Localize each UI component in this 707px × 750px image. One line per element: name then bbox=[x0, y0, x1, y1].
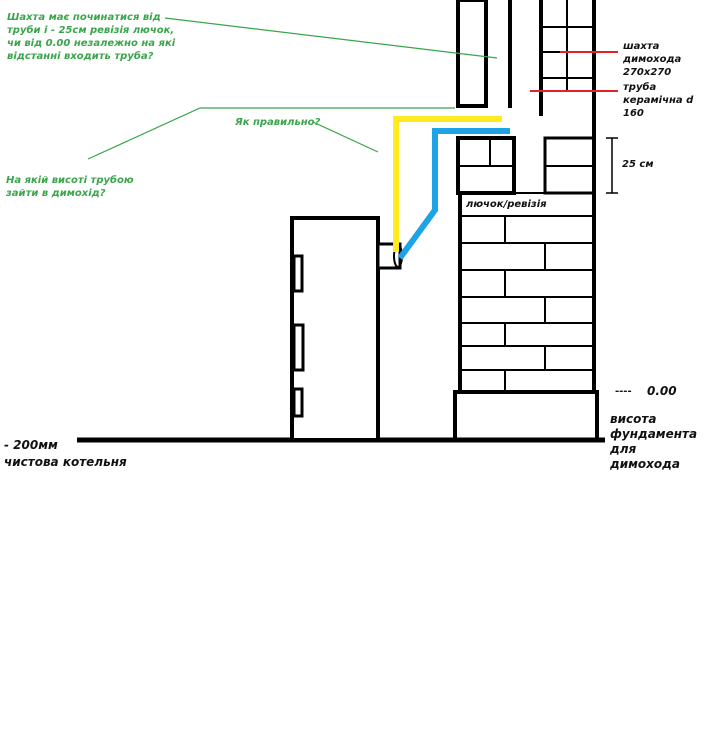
dimension-25cm bbox=[606, 137, 618, 194]
question-start-text: Шахта має починатися від труби і - 25см … bbox=[7, 12, 176, 62]
annotation-leaders bbox=[87, 17, 498, 160]
boiler-room-label: чистова котельня bbox=[4, 455, 127, 469]
zero-dashes: ---- bbox=[615, 386, 632, 397]
chimney-shaft-upper-left bbox=[456, 0, 488, 108]
minus-200-label: - 200мм bbox=[4, 438, 58, 452]
boiler-door-bottom bbox=[292, 387, 304, 418]
blue-pipe-option bbox=[397, 128, 510, 260]
yellow-pipe-option bbox=[393, 116, 502, 252]
boiler-door-middle bbox=[292, 323, 305, 372]
question-correct-text: Як правильно? bbox=[235, 117, 321, 128]
pipe-label: труба керамічна d 160 bbox=[623, 82, 694, 119]
hatch-label: лючок/ревізія bbox=[466, 199, 547, 210]
question-height-text: На якій висоті трубою зайти в димохід? bbox=[6, 175, 134, 199]
boiler-door-top bbox=[292, 254, 304, 293]
boiler-body bbox=[290, 216, 380, 442]
chimney-foundation bbox=[453, 390, 599, 442]
zero-level-label: 0.00 bbox=[647, 384, 677, 398]
foundation-label: висота фундамента для димохода bbox=[610, 412, 698, 471]
chimney-brick-body bbox=[458, 192, 594, 392]
shaft-label: шахта димохода 270х270 bbox=[623, 41, 682, 78]
dimension-25cm-label: 25 см bbox=[622, 159, 654, 170]
